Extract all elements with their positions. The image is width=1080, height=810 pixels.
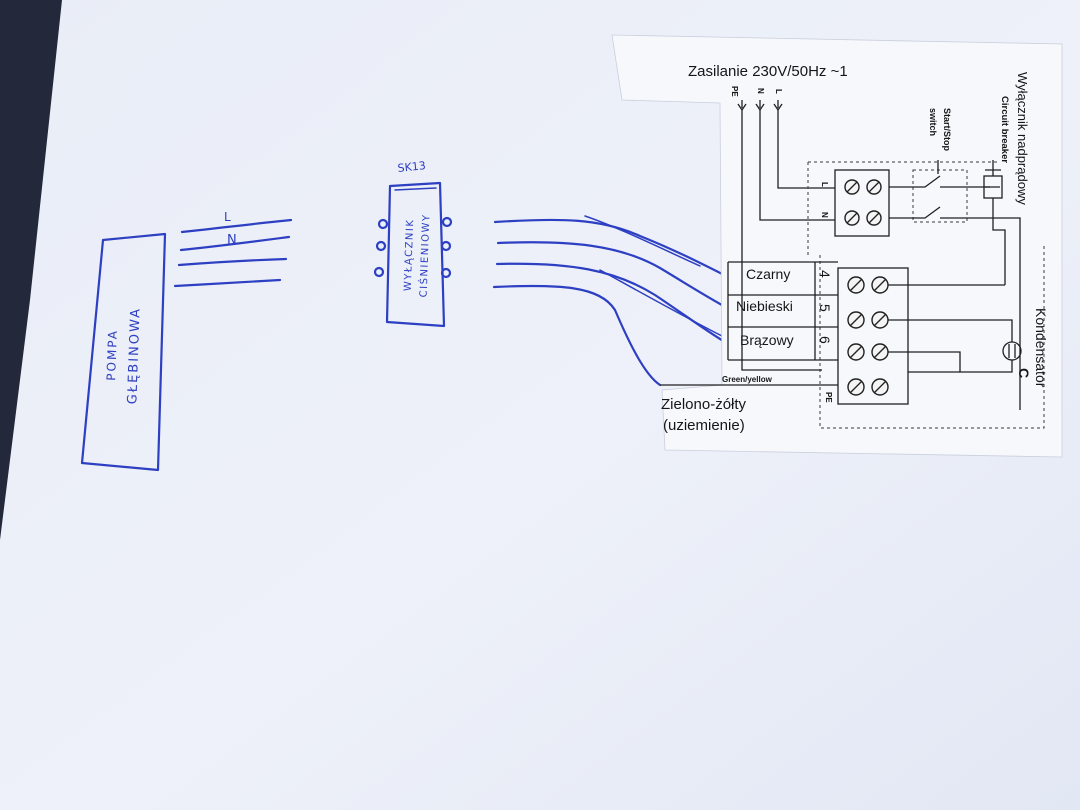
switch-tag: SK13: [397, 159, 426, 175]
wire-blue-label: Niebieski: [736, 298, 793, 314]
ground-label-line1: Zielono-żółty: [661, 396, 747, 413]
terminal-l: L: [820, 182, 829, 187]
terminal-block-motor: [837, 267, 909, 405]
switch-label-line2: CIŚNIENIOWY: [417, 213, 433, 297]
terminal-block-ln: [834, 169, 890, 237]
ground-wire-label: Green/yellow: [722, 375, 773, 384]
breaker-label-en: Circuit breaker: [999, 96, 1010, 163]
ground-pe: PE: [824, 392, 833, 403]
wire-brown-label: Brązowy: [740, 332, 794, 348]
supply-l: L: [774, 89, 783, 94]
capacitor-symbol: [1002, 341, 1022, 361]
pump-box: POMPA GŁĘBINOWA: [80, 232, 167, 472]
terminal-5: 5: [817, 304, 833, 312]
supply-pe: PE: [730, 86, 739, 97]
terminal-6: 6: [817, 336, 833, 344]
printed-wiring-diagram: Zasilanie 230V/50Hz ~1 PE N L L N Start/…: [611, 34, 1063, 458]
handwritten-sketch: POMPA GŁĘBINOWA L N SK13 WYŁĄCZNIK: [80, 159, 740, 472]
breaker-label-pl: Wyłącznik nadprądowy: [1015, 72, 1030, 205]
capacitor-c: C: [1016, 368, 1032, 378]
switch-label-line1: WYŁĄCZNIK: [403, 218, 417, 291]
terminal-n: N: [820, 212, 829, 218]
capacitor-label: Kondensator: [1033, 308, 1049, 388]
switch-label: switch: [928, 108, 938, 136]
start-stop-label: Start/Stop: [942, 108, 952, 152]
supply-n: N: [756, 88, 765, 94]
wire-label-l: L: [224, 210, 231, 224]
terminal-4: 4: [817, 270, 833, 278]
ground-label-line2: (uziemienie): [663, 417, 745, 434]
switch-wires: [492, 215, 740, 387]
supply-label: Zasilanie 230V/50Hz ~1: [688, 63, 848, 80]
motor-terminal-screws: [847, 276, 889, 396]
pressure-switch-box: SK13 WYŁĄCZNIK CIŚNIENIOWY: [373, 159, 453, 328]
wire-black-label: Czarny: [746, 266, 790, 282]
wire-label-n: N: [227, 233, 237, 248]
pump-wires: L N: [173, 210, 293, 288]
pump-label-line1: POMPA: [104, 329, 120, 381]
pump-label-line2: GŁĘBINOWA: [125, 307, 143, 405]
